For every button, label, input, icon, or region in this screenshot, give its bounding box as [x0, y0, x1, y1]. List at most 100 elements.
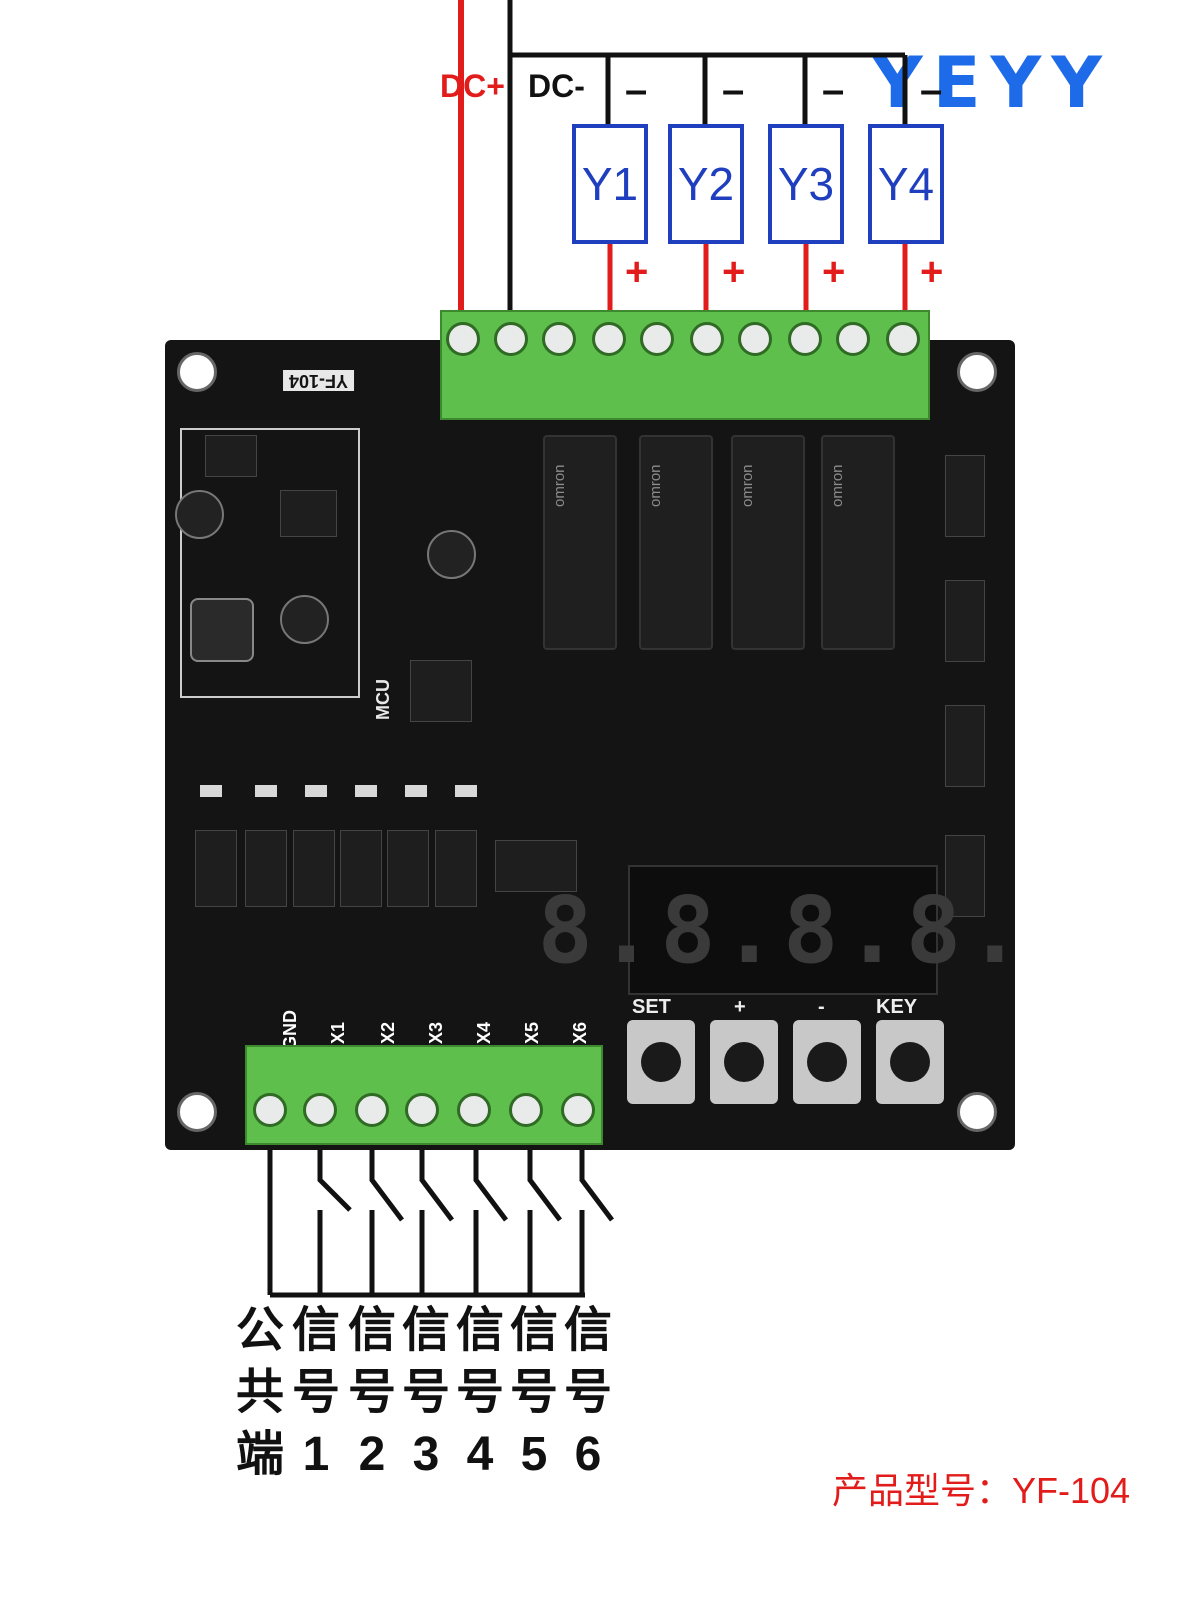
mcu-chip — [410, 660, 472, 722]
legend-signal-5: 信 号 5 — [509, 1304, 558, 1481]
legend-signal-1: 信 号 1 — [291, 1304, 340, 1481]
regulator-ic — [280, 490, 337, 537]
optocoupler — [945, 455, 985, 537]
seven-segment-display: 8.8.8.8. — [537, 865, 1023, 995]
load-y3: Y3 — [768, 124, 844, 244]
terminal-screw[interactable] — [592, 322, 626, 356]
legend-signal-4: 信 号 4 — [455, 1304, 504, 1481]
minus-button-label: - — [818, 996, 825, 1018]
terminal-screw[interactable] — [303, 1093, 337, 1127]
output-terminal-block — [440, 310, 930, 420]
mounting-hole — [177, 1092, 217, 1132]
smd-component — [405, 785, 427, 797]
terminal-screw[interactable] — [542, 322, 576, 356]
terminal-screw[interactable] — [640, 322, 674, 356]
terminal-screw[interactable] — [253, 1093, 287, 1127]
load-plus-symbol: + — [920, 250, 944, 294]
legend-common: 公 共 端 — [235, 1304, 284, 1481]
terminal-screw[interactable] — [738, 322, 772, 356]
relay-3: omron — [731, 435, 805, 650]
capacitor — [175, 490, 224, 539]
smd-component — [355, 785, 377, 797]
product-model: 产品型号：YF-104 — [832, 1470, 1131, 1511]
input-optocoupler — [293, 830, 335, 907]
button-cap[interactable] — [724, 1042, 764, 1082]
load-minus-symbol: – — [822, 68, 845, 112]
smd-component — [200, 785, 222, 797]
pcb-board: YF-104 MCU omron omron omron omron — [165, 340, 1015, 1150]
terminal-screw[interactable] — [405, 1093, 439, 1127]
optocoupler — [945, 705, 985, 787]
button-cap[interactable] — [890, 1042, 930, 1082]
key-button-label: KEY — [876, 996, 918, 1018]
input-label-x5: X5 — [522, 1021, 542, 1044]
input-label-x1: X1 — [328, 1021, 348, 1044]
set-button[interactable] — [627, 1020, 695, 1104]
capacitor — [427, 530, 476, 579]
button-cap[interactable] — [807, 1042, 847, 1082]
terminal-screw[interactable] — [836, 322, 870, 356]
terminal-screw[interactable] — [690, 322, 724, 356]
input-label-gnd: GND — [280, 1010, 300, 1050]
legend-signal-2: 信 号 2 — [347, 1304, 396, 1481]
input-optocoupler — [195, 830, 237, 907]
terminal-screw[interactable] — [446, 322, 480, 356]
relay-brand: omron — [829, 464, 846, 507]
capacitor — [280, 595, 329, 644]
input-optocoupler — [245, 830, 287, 907]
load-y2: Y2 — [668, 124, 744, 244]
relay-4: omron — [821, 435, 895, 650]
relay-brand: omron — [647, 464, 664, 507]
load-minus-symbol: – — [920, 68, 943, 112]
load-minus-symbol: – — [625, 68, 648, 112]
inductor — [190, 598, 254, 662]
input-label-x2: X2 — [378, 1021, 398, 1044]
brand-logo: YEYY — [872, 42, 1112, 124]
load-y1: Y1 — [572, 124, 648, 244]
smd-component — [455, 785, 477, 797]
load-plus-symbol: + — [722, 250, 746, 294]
load-minus-symbol: – — [722, 68, 745, 112]
set-button-label: SET — [632, 996, 671, 1018]
mounting-hole — [957, 352, 997, 392]
plus-button[interactable] — [710, 1020, 778, 1104]
driver-ic — [495, 840, 577, 892]
input-optocoupler — [387, 830, 429, 907]
load-y4: Y4 — [868, 124, 944, 244]
relay-brand: omron — [739, 464, 756, 507]
terminal-screw[interactable] — [561, 1093, 595, 1127]
input-optocoupler — [435, 830, 477, 907]
input-label-x6: X6 — [570, 1021, 590, 1044]
mounting-hole — [957, 1092, 997, 1132]
power-supply-section — [180, 428, 360, 698]
relay-1: omron — [543, 435, 617, 650]
terminal-screw[interactable] — [788, 322, 822, 356]
relay-brand: omron — [551, 464, 568, 507]
input-optocoupler — [340, 830, 382, 907]
legend-signal-6: 信 号 6 — [563, 1304, 612, 1481]
legend-signal-3: 信 号 3 — [401, 1304, 450, 1481]
optocoupler — [945, 580, 985, 662]
terminal-screw[interactable] — [355, 1093, 389, 1127]
smd-component — [305, 785, 327, 797]
mounting-hole — [177, 352, 217, 392]
optocoupler — [945, 835, 985, 917]
dc-positive-label: DC+ — [440, 68, 505, 104]
relay-2: omron — [639, 435, 713, 650]
bridge-rectifier — [205, 435, 257, 477]
load-plus-symbol: + — [822, 250, 846, 294]
silkscreen-model: YF-104 — [283, 370, 355, 391]
load-plus-symbol: + — [625, 250, 649, 294]
key-button[interactable] — [876, 1020, 944, 1104]
mcu-label: MCU — [373, 679, 393, 720]
input-label-x3: X3 — [426, 1021, 446, 1044]
smd-component — [255, 785, 277, 797]
display-digits: 8.8.8.8. — [537, 876, 1029, 984]
terminal-screw[interactable] — [457, 1093, 491, 1127]
minus-button[interactable] — [793, 1020, 861, 1104]
terminal-screw[interactable] — [509, 1093, 543, 1127]
terminal-screw[interactable] — [494, 322, 528, 356]
plus-button-label: + — [734, 996, 746, 1018]
button-cap[interactable] — [641, 1042, 681, 1082]
terminal-screw[interactable] — [886, 322, 920, 356]
